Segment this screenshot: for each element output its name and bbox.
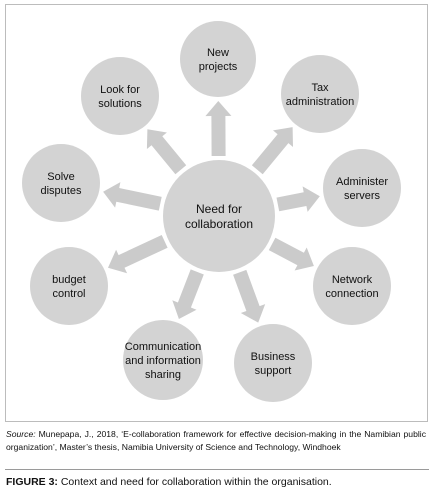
node-label-network-connection-line1: Network xyxy=(332,274,373,286)
arrow-to-new-projects xyxy=(205,101,232,156)
arrow-to-business-support xyxy=(233,269,266,323)
node-label-network-connection-line2: connection xyxy=(325,288,378,300)
arrow-to-communication-sharing xyxy=(172,269,204,319)
node-circle-look-for-solutions xyxy=(81,57,159,135)
arrow-to-administer-servers xyxy=(276,186,320,212)
node-label-new-projects-line1: New xyxy=(207,47,229,59)
node-circle-solve-disputes xyxy=(22,144,100,222)
arrows-layer xyxy=(103,101,320,323)
node-label-administer-servers-line2: servers xyxy=(344,190,381,202)
node-circle-communication-sharing xyxy=(123,320,203,400)
node-label-solve-disputes-line2: disputes xyxy=(41,185,82,197)
arrow-to-look-for-solutions xyxy=(146,129,187,175)
arrow-to-solve-disputes xyxy=(103,182,162,211)
node-circle-network-connection xyxy=(313,247,391,325)
node-label-business-support-line2: support xyxy=(255,365,292,377)
node-circle-new-projects xyxy=(180,21,256,97)
node-circle-tax-administration xyxy=(281,55,359,133)
node-circle-business-support xyxy=(234,324,312,402)
node-label-budget-control-line1: budget xyxy=(52,274,86,286)
center-label-line2: collaboration xyxy=(185,217,253,231)
figure-number: FIGURE 3: xyxy=(6,476,58,488)
node-label-communication-sharing-line3: sharing xyxy=(145,369,181,381)
caption-divider xyxy=(5,469,429,470)
node-label-look-for-solutions-line2: solutions xyxy=(98,98,142,110)
node-label-business-support-line1: Business xyxy=(251,351,296,363)
source-lead: Source: xyxy=(6,429,36,439)
center-circle xyxy=(163,160,275,272)
node-label-tax-administration-line1: Tax xyxy=(311,82,329,94)
center-label-line1: Need for xyxy=(196,202,242,216)
node-circle-administer-servers xyxy=(323,149,401,227)
node-label-budget-control-line2: control xyxy=(52,288,85,300)
figure-caption: FIGURE 3: Context and need for collabora… xyxy=(6,476,332,488)
node-label-communication-sharing-line2: and information xyxy=(125,355,201,367)
node-label-solve-disputes-line1: Solve xyxy=(47,171,75,183)
arrow-to-network-connection xyxy=(268,237,314,271)
center-node: Need for collaboration xyxy=(163,160,275,272)
arrow-to-tax-administration xyxy=(251,127,293,175)
node-label-administer-servers-line1: Administer xyxy=(336,176,388,188)
arrow-to-budget-control xyxy=(108,235,168,274)
node-label-tax-administration-line2: administration xyxy=(286,96,354,108)
figure-caption-text: Context and need for collaboration withi… xyxy=(57,476,332,488)
node-label-communication-sharing-line1: Communication xyxy=(125,341,201,353)
node-label-new-projects-line2: projects xyxy=(199,61,238,73)
source-text: Munepapa, J., 2018, ‘E-collaboration fra… xyxy=(6,429,426,452)
node-circle-budget-control xyxy=(30,247,108,325)
node-label-look-for-solutions-line1: Look for xyxy=(100,84,140,96)
source-note: Source: Munepapa, J., 2018, ‘E-collabora… xyxy=(6,428,426,453)
